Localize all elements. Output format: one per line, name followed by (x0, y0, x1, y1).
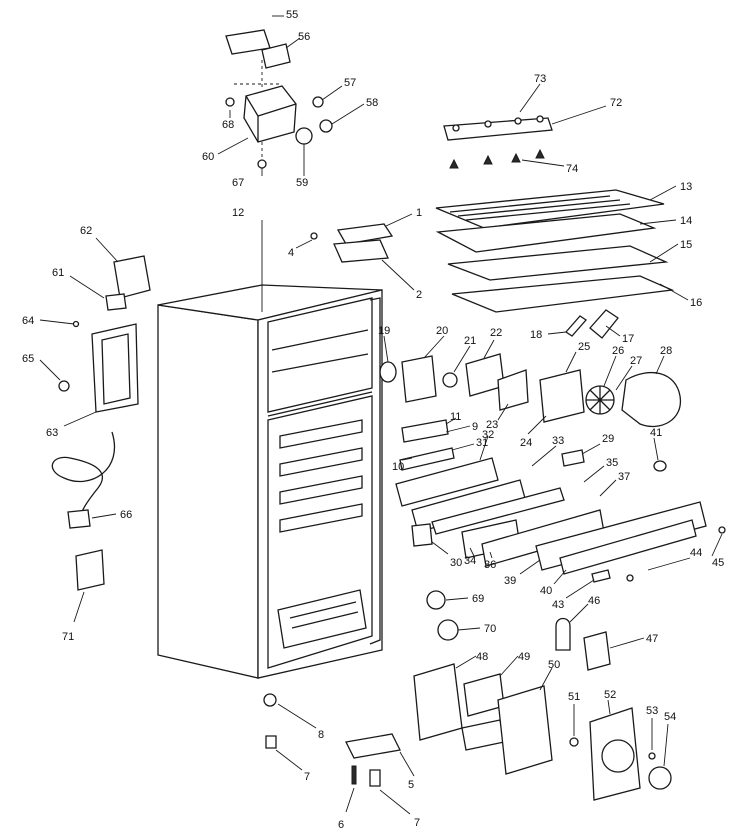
callout-labels: 1 2 4 5 6 7 7 8 9 10 11 12 13 14 15 16 1… (22, 9, 724, 831)
callout-74: 74 (566, 163, 578, 175)
callout-26: 26 (612, 345, 624, 357)
callout-70: 70 (484, 623, 496, 635)
bottom-hinge (345, 733, 415, 815)
callout-29: 29 (602, 433, 614, 445)
top-baffle (261, 213, 415, 312)
callout-34: 34 (464, 555, 476, 567)
compressor-parts (39, 237, 151, 623)
thermostat-assembly (217, 15, 365, 176)
callout-53: 53 (646, 705, 658, 717)
callout-57: 57 (344, 77, 356, 89)
callout-31: 31 (476, 437, 488, 449)
callout-18: 18 (530, 329, 542, 341)
callout-7: 7 (304, 771, 310, 783)
callout-15: 15 (680, 239, 692, 251)
callout-35: 35 (606, 457, 618, 469)
callout-20: 20 (436, 325, 448, 337)
callout-17: 17 (622, 333, 634, 345)
refrigerator-cabinet (157, 284, 383, 771)
callout-36: 36 (484, 559, 496, 571)
callout-25: 25 (578, 341, 590, 353)
callout-69: 69 (472, 593, 484, 605)
callout-63: 63 (46, 427, 58, 439)
callout-16: 16 (690, 297, 702, 309)
callout-48: 48 (476, 651, 488, 663)
callout-30: 30 (450, 557, 462, 569)
callout-46: 46 (588, 595, 600, 607)
callout-1: 1 (416, 207, 422, 219)
callout-7: 7 (414, 817, 420, 829)
callout-54: 54 (664, 711, 676, 723)
callout-62: 62 (80, 225, 92, 237)
callout-55: 55 (286, 9, 298, 21)
callout-58: 58 (366, 97, 378, 109)
light-and-controls (413, 590, 672, 801)
callout-40: 40 (540, 585, 552, 597)
callout-5: 5 (408, 779, 414, 791)
callout-33: 33 (552, 435, 564, 447)
callout-11: 11 (450, 411, 461, 423)
callout-10: 10 (392, 461, 404, 473)
callout-4: 4 (288, 247, 294, 259)
callout-39: 39 (504, 575, 516, 587)
callout-13: 13 (680, 181, 692, 193)
callout-67: 67 (232, 177, 244, 189)
callout-61: 61 (52, 267, 64, 279)
callout-12: 12 (232, 207, 244, 219)
callout-56: 56 (298, 31, 310, 43)
control-housings (395, 417, 726, 599)
callout-21: 21 (464, 335, 476, 347)
freezer-shelves (435, 83, 689, 339)
callout-23: 23 (486, 419, 498, 431)
callout-64: 64 (22, 315, 34, 327)
callout-28: 28 (660, 345, 672, 357)
callout-59: 59 (296, 177, 308, 189)
callout-27: 27 (630, 355, 642, 367)
callout-6: 6 (338, 819, 344, 831)
callout-51: 51 (568, 691, 580, 703)
callout-45: 45 (712, 557, 724, 569)
callout-71: 71 (62, 631, 74, 643)
callout-47: 47 (646, 633, 658, 645)
callout-49: 49 (518, 651, 530, 663)
callout-44: 44 (690, 547, 702, 559)
callout-73: 73 (534, 73, 546, 85)
callout-24: 24 (520, 437, 532, 449)
callout-8: 8 (318, 729, 324, 741)
callout-37: 37 (618, 471, 630, 483)
callout-14: 14 (680, 215, 692, 227)
callout-65: 65 (22, 353, 34, 365)
callout-9: 9 (472, 421, 478, 433)
callout-66: 66 (120, 509, 132, 521)
callout-43: 43 (552, 599, 564, 611)
callout-19: 19 (378, 325, 390, 337)
callout-52: 52 (604, 689, 616, 701)
callout-41: 41 (650, 427, 662, 439)
callout-68: 68 (222, 119, 234, 131)
callout-72: 72 (610, 97, 622, 109)
callout-50: 50 (548, 659, 560, 671)
callout-32: 32 (482, 429, 494, 441)
callout-22: 22 (490, 327, 502, 339)
callout-2: 2 (416, 289, 422, 301)
fan-assembly (379, 335, 681, 435)
callout-60: 60 (202, 151, 214, 163)
